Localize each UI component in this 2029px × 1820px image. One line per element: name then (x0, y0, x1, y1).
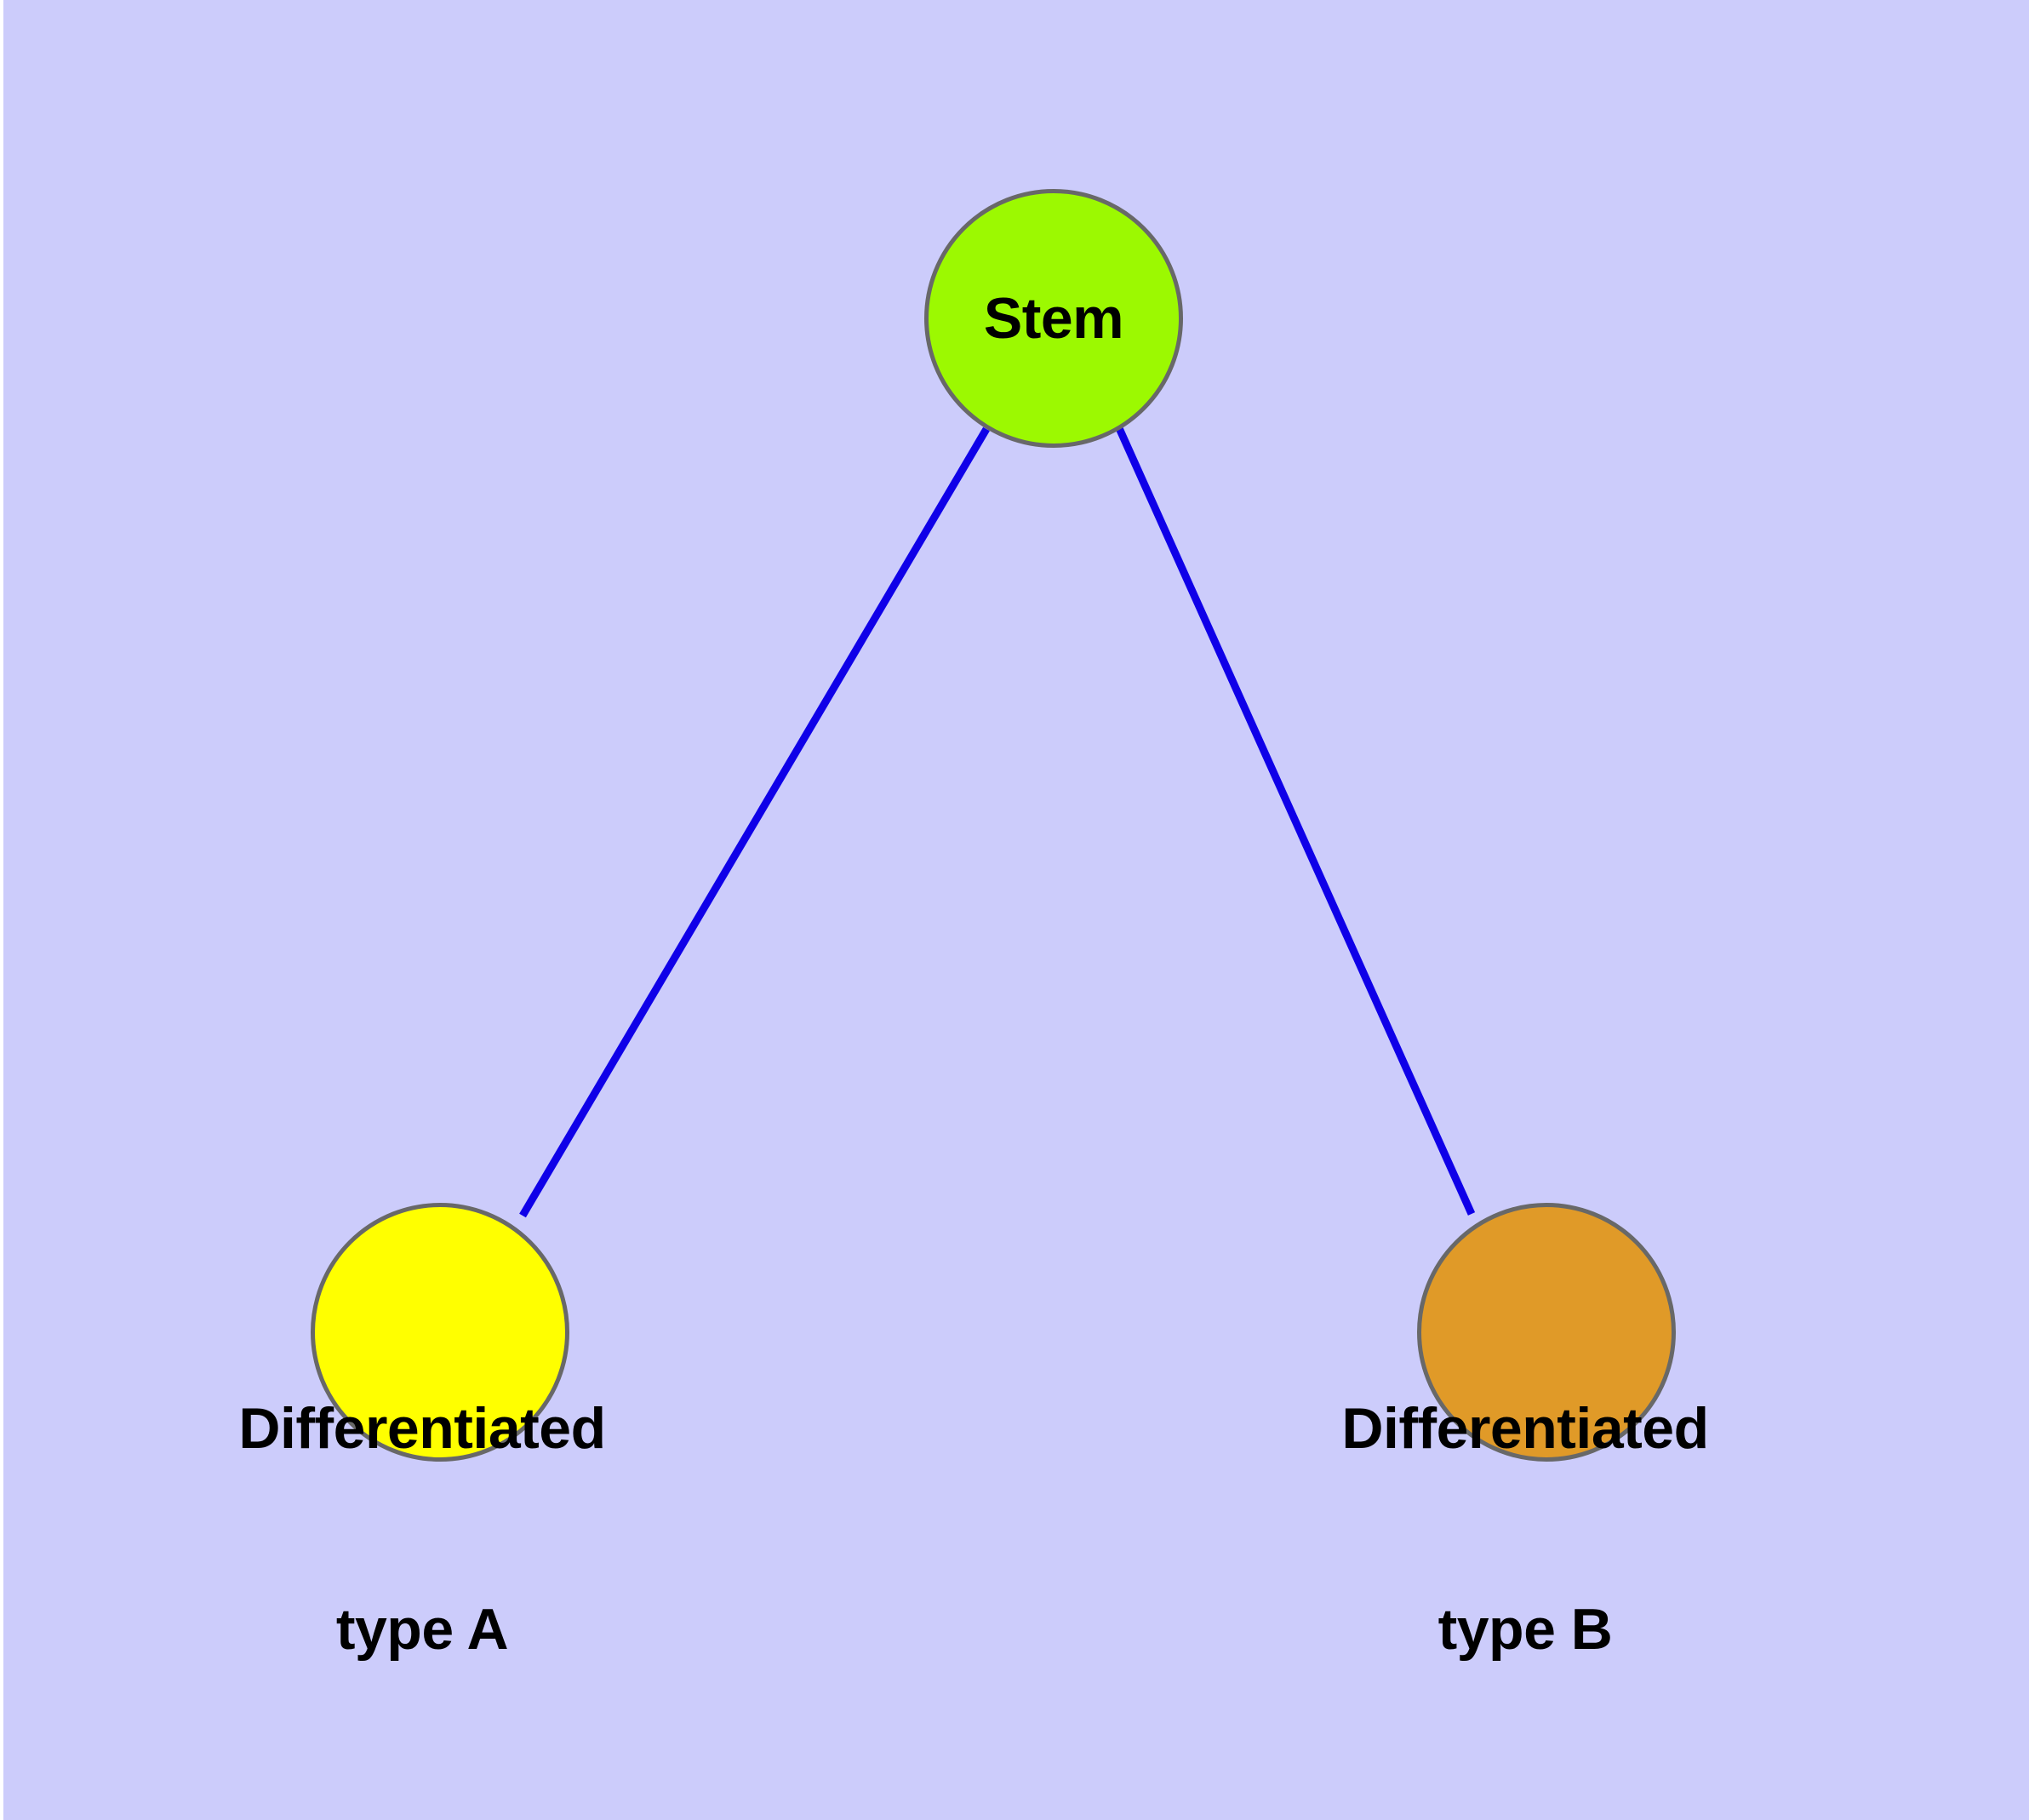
node-label-differentiated-type-b: Differentiated type B (1270, 1261, 1780, 1798)
node-label-stem: Stem (983, 286, 1124, 351)
node-label-line-1: Differentiated (238, 1395, 606, 1461)
node-label-differentiated-type-a: Differentiated type A (167, 1261, 677, 1798)
node-label-line-2: type A (335, 1597, 509, 1663)
node-differentiated-type-b[interactable] (1417, 1203, 1676, 1462)
node-differentiated-type-a[interactable] (311, 1203, 569, 1462)
edge-stem-to-diff-b (1115, 426, 1476, 1216)
node-stem[interactable] (924, 189, 1183, 448)
edge-stem-to-diff-a (519, 426, 990, 1218)
node-label-line-2: type B (1437, 1597, 1613, 1663)
node-label-line-1: Differentiated (1341, 1395, 1709, 1461)
